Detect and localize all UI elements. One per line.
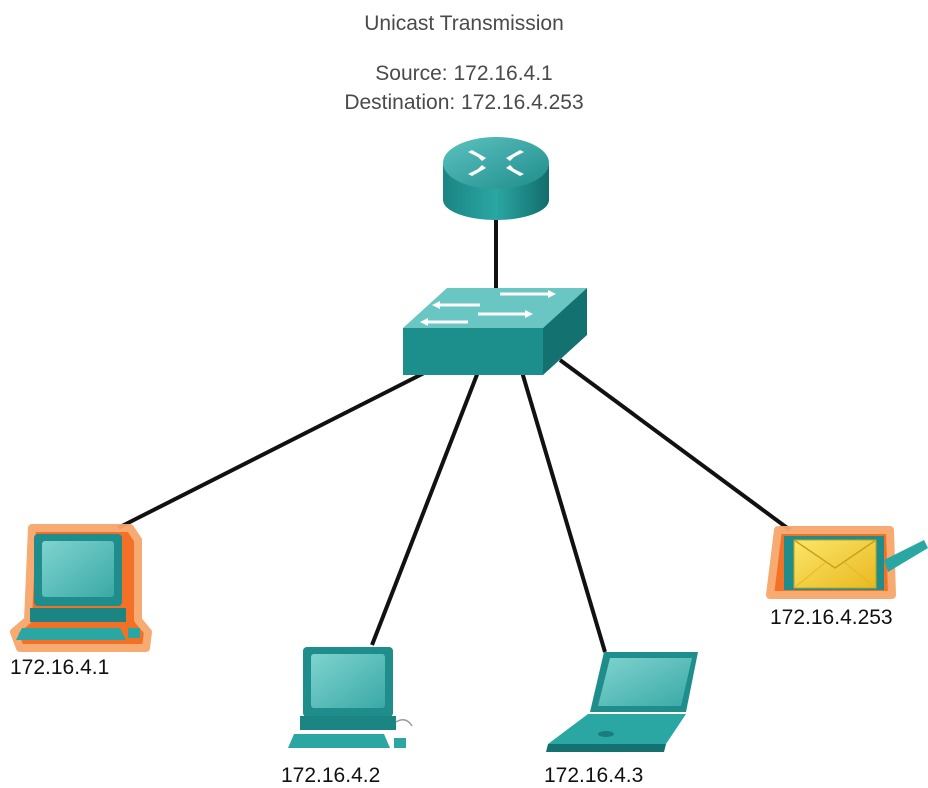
host1-address-label: 172.16.4.1	[10, 656, 110, 679]
link-switch-host1	[117, 368, 431, 530]
host2-address-label: 172.16.4.2	[281, 764, 381, 787]
link-switch-host4	[558, 358, 792, 532]
host3-laptop-icon[interactable]	[546, 652, 698, 752]
envelope-icon	[793, 539, 877, 589]
host4-address-label: 172.16.4.253	[770, 606, 893, 629]
network-links	[117, 220, 792, 653]
host1-desktop-icon[interactable]	[10, 524, 152, 652]
host3-address-label: 172.16.4.3	[544, 764, 644, 787]
host4-laptop-icon[interactable]	[766, 526, 928, 599]
diagram-title: Unicast Transmission	[364, 12, 564, 35]
link-switch-host2	[370, 371, 480, 646]
host2-desktop-icon[interactable]	[288, 647, 413, 748]
link-switch-host3	[520, 371, 607, 653]
switch-icon[interactable]	[403, 288, 587, 375]
source-address-line: Source: 172.16.4.1	[375, 62, 553, 85]
destination-address-line: Destination: 172.16.4.253	[344, 91, 584, 114]
router-icon[interactable]	[443, 137, 549, 220]
